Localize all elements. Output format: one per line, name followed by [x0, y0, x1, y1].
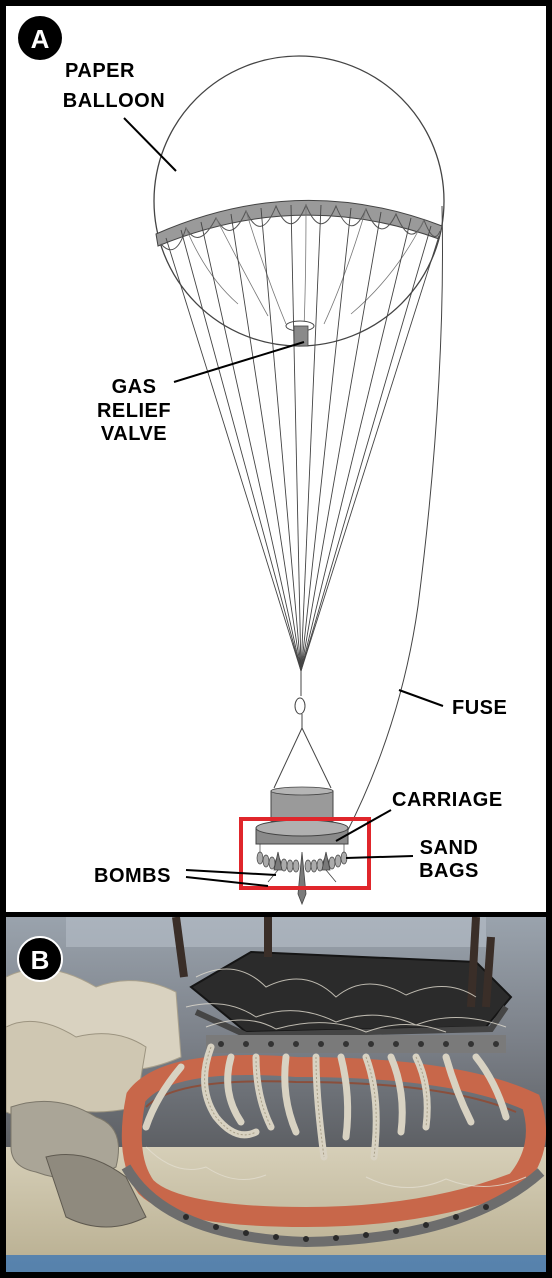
- balloon-diagram: A: [18, 16, 507, 906]
- badge-b: B: [17, 936, 63, 982]
- svg-text:GAS: GAS: [112, 376, 157, 398]
- label-carriage: CARRIAGE: [392, 789, 503, 811]
- svg-text:BAGS: BAGS: [419, 860, 479, 882]
- badge-a: A: [18, 16, 62, 60]
- panel-b-photo: B: [6, 917, 546, 1272]
- svg-text:B: B: [31, 945, 50, 975]
- svg-text:VALVE: VALVE: [101, 423, 167, 445]
- shroud-lines: [165, 204, 440, 672]
- carriage: [255, 786, 349, 845]
- panel-a-diagram: A: [6, 6, 546, 912]
- sand-bags: [256, 844, 348, 873]
- bombs: [267, 851, 337, 906]
- orange-ring: [121, 1055, 546, 1228]
- svg-text:SAND: SAND: [420, 837, 479, 859]
- vertical-rods: [172, 917, 495, 1008]
- label-paper-balloon: PAPER BALLOON: [63, 60, 165, 112]
- tangled-wires: [145, 968, 527, 1188]
- svg-text:A: A: [31, 24, 50, 54]
- svg-text:RELIEF: RELIEF: [97, 400, 171, 422]
- label-bombs: BOMBS: [94, 865, 171, 887]
- fuse-line: [345, 205, 443, 835]
- highlight-box: [239, 817, 371, 890]
- svg-text:PAPER: PAPER: [65, 60, 135, 82]
- svg-text:BALLOON: BALLOON: [63, 90, 165, 112]
- label-sand-bags: SAND BAGS: [419, 837, 479, 882]
- suspension-line: [273, 671, 332, 789]
- leader-lines: [123, 117, 444, 887]
- label-fuse: FUSE: [452, 697, 507, 719]
- carriage-photo: B: [6, 917, 546, 1272]
- paper-remnants: [6, 968, 182, 1228]
- ring-holes: [183, 1204, 489, 1242]
- paper-balloon-shape: [153, 55, 445, 347]
- label-gas-relief-valve: GAS RELIEF VALVE: [97, 376, 171, 445]
